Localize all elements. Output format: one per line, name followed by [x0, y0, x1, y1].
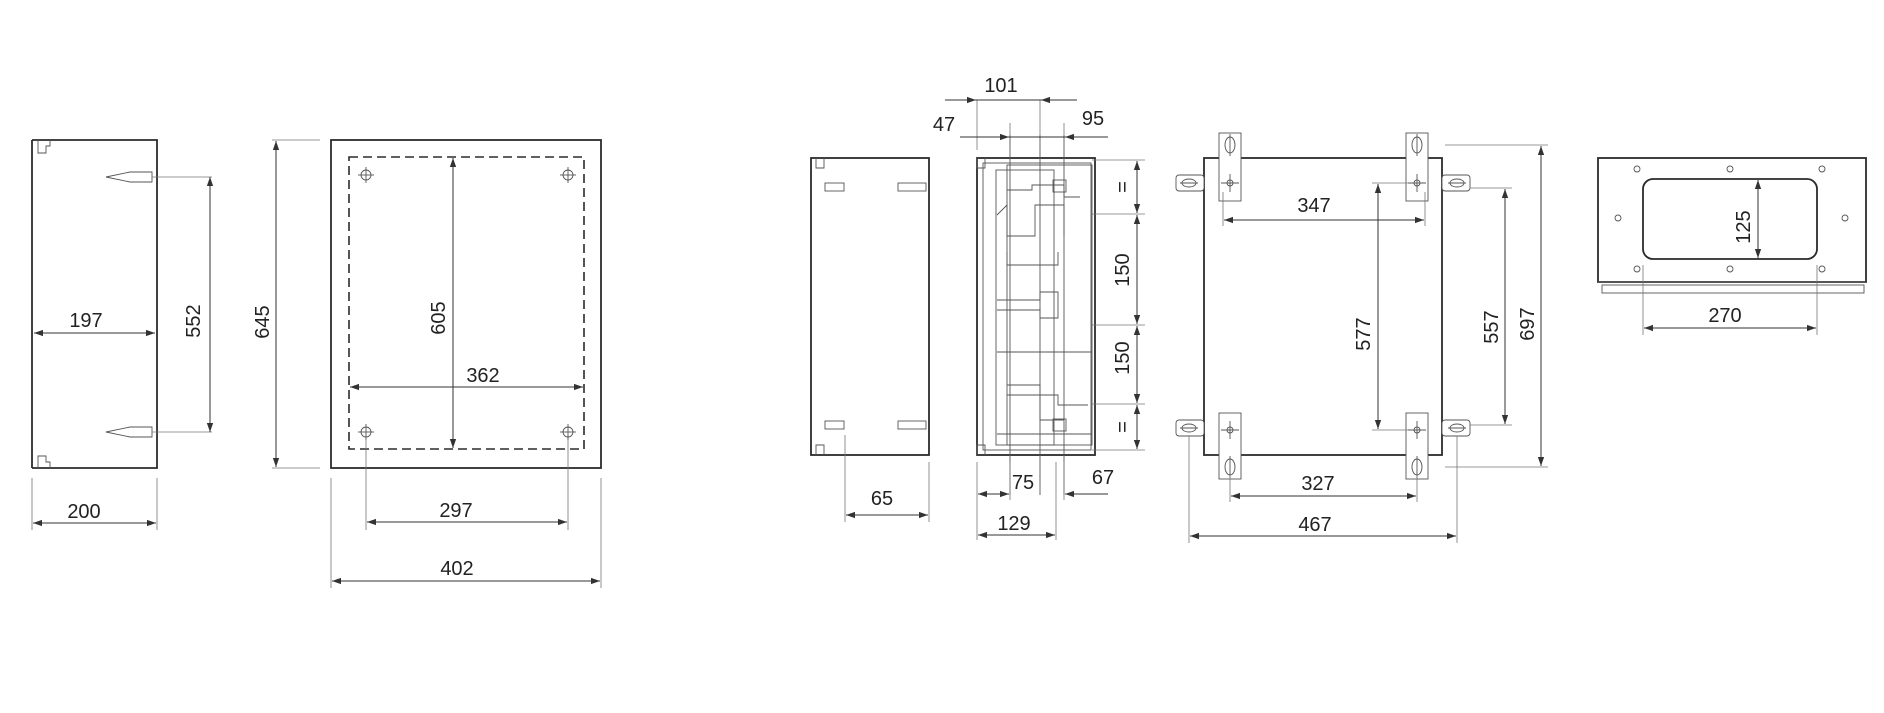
- back-view-outline: [1203, 157, 1443, 456]
- label-overall-width: 467: [1298, 514, 1331, 536]
- gland-plate: 125 270: [1597, 157, 1867, 335]
- side-view: 197 552 200: [31, 139, 214, 530]
- section-view: 101 47 95 = 150 150 = 75 67 129: [933, 75, 1145, 540]
- label-hole-height: 557: [1481, 310, 1503, 343]
- front-view: 645 605 362 297 402: [252, 139, 602, 588]
- gland-plate-outline: [1597, 157, 1867, 283]
- label-front-width: 402: [440, 558, 473, 580]
- label-bottom-a: 75: [1012, 472, 1034, 494]
- label-equal-top: =: [1112, 181, 1134, 193]
- label-right-offset: 95: [1082, 108, 1104, 130]
- label-left-offset: 47: [933, 114, 955, 136]
- fixing-hole-icon: [1614, 165, 1849, 273]
- label-plate-width: 362: [466, 365, 499, 387]
- label-bracket-width-bottom: 327: [1301, 473, 1334, 495]
- gland-plate-cutout: [1642, 178, 1818, 260]
- mounting-pin-bottom: [105, 426, 212, 438]
- label-rail-spacing-2: 150: [1112, 341, 1134, 374]
- label-inner-depth: 197: [69, 310, 102, 332]
- label-cutout-width: 270: [1708, 305, 1741, 327]
- label-depth: 200: [67, 501, 100, 523]
- side-view-notch-top: [37, 140, 51, 154]
- wall-bracket-icon: [1175, 132, 1471, 480]
- front-view-outline: [330, 139, 602, 469]
- slot-icon: [824, 182, 927, 430]
- side-view-notch-bottom: [37, 455, 51, 468]
- din-rail-assembly: [995, 135, 1093, 495]
- label-mount-height: 552: [183, 304, 205, 337]
- section-view-outline: [976, 157, 1096, 456]
- side-view-2: 65: [810, 157, 930, 522]
- front-view-mounting-plate: [348, 156, 585, 450]
- label-hole-spacing: 297: [439, 500, 472, 522]
- label-back-inner-height: 577: [1353, 317, 1375, 350]
- label-rail-spacing-1: 150: [1112, 253, 1134, 286]
- side-view-outline: [31, 139, 158, 469]
- mounting-pin-top: [105, 171, 212, 183]
- label-bracket-width-top: 347: [1297, 195, 1330, 217]
- label-plate-height: 605: [428, 301, 450, 334]
- label-overall-height: 697: [1517, 307, 1539, 340]
- label-cutout-height: 125: [1733, 210, 1755, 243]
- side-view-2-outline: [810, 157, 930, 456]
- label-front-height: 645: [252, 305, 274, 338]
- label-top-offset: 101: [984, 75, 1017, 97]
- label-equal-bottom: =: [1112, 421, 1134, 433]
- label-lip: 65: [871, 488, 893, 510]
- label-bottom-b: 67: [1092, 467, 1114, 489]
- back-view: 347 577 557 697 327 467: [1175, 132, 1548, 543]
- mounting-hole-icon: [358, 167, 576, 440]
- label-bottom-depth: 129: [997, 513, 1030, 535]
